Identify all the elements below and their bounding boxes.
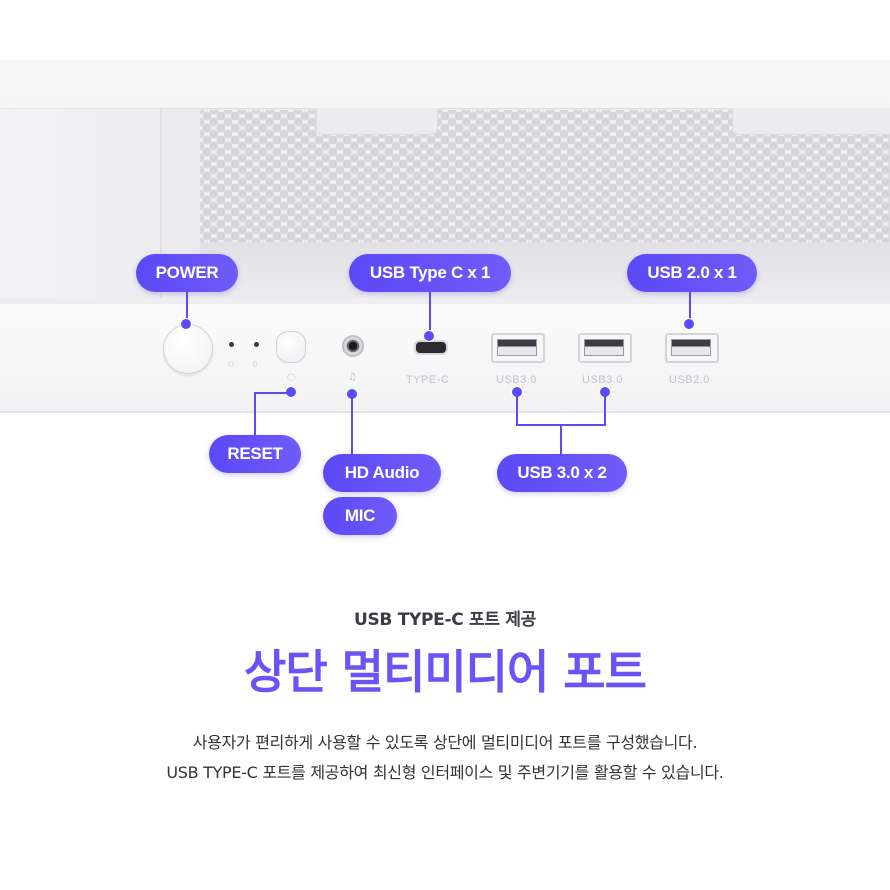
power-button[interactable] <box>163 324 213 374</box>
reset-callout: RESET <box>209 435 301 473</box>
usb3-bracket-right <box>604 392 606 426</box>
power-connector-line <box>186 290 188 326</box>
power-callout: POWER <box>136 254 238 292</box>
hd-audio-callout: HD Audio <box>323 454 441 492</box>
usb3-port-2-label: USB3.0 <box>582 374 623 386</box>
audio-jack[interactable] <box>342 335 364 357</box>
section-subtitle: USB TYPE-C 포트 제공 <box>353 610 537 630</box>
section-headline: 상단 멀티미디어 포트 <box>244 645 647 699</box>
usb-type-c-callout: USB Type C x 1 <box>349 254 511 292</box>
usb2-port-label: USB2.0 <box>669 374 710 386</box>
io-front-panel <box>0 298 890 413</box>
usb2-port[interactable] <box>665 333 719 363</box>
reset-connector-line-h <box>254 392 290 394</box>
mesh-slot-left <box>316 108 438 135</box>
usb3-bracket-left <box>516 392 518 426</box>
reset-symbol-icon: ◌ <box>287 372 296 383</box>
hdd-led-icon <box>254 342 259 347</box>
reset-connector-line-v <box>254 392 256 438</box>
mesh-shadow <box>200 242 890 300</box>
usb2-connector-line <box>689 290 691 326</box>
usb-3-callout: USB 3.0 x 2 <box>497 454 627 492</box>
usb3-bracket-stem <box>560 424 562 456</box>
description-line-2: USB TYPE-C 포트를 제공하여 최신형 인터페이스 및 주변기기를 활용… <box>166 763 724 782</box>
usb-2-callout: USB 2.0 x 1 <box>627 254 757 292</box>
mesh-slot-right <box>732 108 890 135</box>
hdd-indicator-icon: ▯ <box>253 360 257 368</box>
panel-ledge <box>0 298 890 304</box>
usb3-port-1-label: USB3.0 <box>496 374 537 386</box>
usb3-port-2[interactable] <box>578 333 632 363</box>
typec-connector-dot <box>423 330 435 342</box>
usb2-connector-dot <box>683 318 695 330</box>
usb-type-c-port[interactable] <box>414 340 448 355</box>
mic-callout: MIC <box>323 497 397 535</box>
case-top-panel-left <box>0 108 160 299</box>
type-c-port-label: TYPE-C <box>406 374 450 386</box>
power-led-icon <box>229 342 234 347</box>
headphone-icon: ♫ <box>348 372 357 383</box>
power-indicator-icon: ○ <box>228 360 235 368</box>
mesh-top-panel <box>200 110 890 242</box>
description-line-1: 사용자가 편리하게 사용할 수 있도록 상단에 멀티미디어 포트를 구성했습니다… <box>192 733 698 752</box>
reset-button[interactable] <box>276 331 306 363</box>
power-connector-dot <box>180 318 192 330</box>
typec-connector-line <box>429 290 431 336</box>
usb3-port-1[interactable] <box>491 333 545 363</box>
audio-connector-line <box>351 394 353 456</box>
